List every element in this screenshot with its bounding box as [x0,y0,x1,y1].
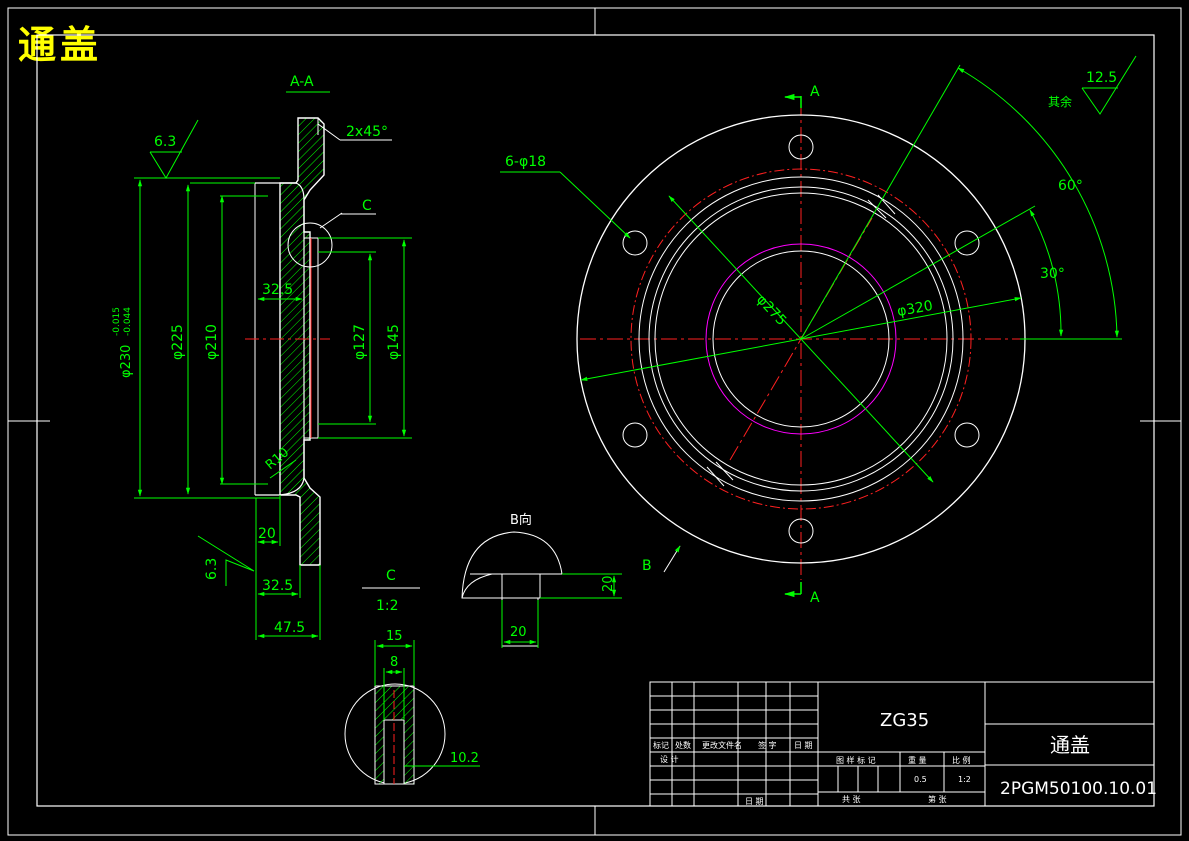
dim-d145: φ145 [386,324,402,360]
dim-d230-main: φ230 [119,345,134,378]
angle-30: 30° [1040,266,1065,282]
stage-header-2: 比 例 [952,755,971,765]
dim-d225: φ225 [170,324,186,360]
chamfer-label: 2x45° [346,124,388,140]
dim-d275: φ275 [753,292,789,329]
material: ZG35 [880,710,929,731]
stage-header-0: 图 样 标 记 [836,755,876,765]
detail-c-w15: 15 [386,629,403,644]
sheet-no: 第 张 [928,794,947,804]
detail-c-label: C [386,568,396,584]
roughness-top-value: 6.3 [154,134,176,150]
dim-w20: 20 [258,526,276,542]
part-name: 通盖 [1050,733,1090,757]
dim-w47-5: 47.5 [274,620,305,636]
row-date: 日 期 [745,797,764,806]
rev-header-3: 签 字 [758,740,777,750]
detail-c-d10-2: 10.2 [450,751,479,766]
dim-d210: φ210 [204,324,220,360]
title-block [649,681,1155,807]
rev-header-0: 标记 [653,740,669,750]
sheets-total: 共 张 [842,795,861,804]
dim-d230-tol-lower: -0.044 [123,307,133,336]
view-b-arrow-label: B [642,558,652,574]
view-b: B向 20 20 [461,512,622,648]
roughness-other-label: 其余 [1048,94,1072,109]
sheet-frame [7,7,1182,836]
scale-value: 1:2 [958,775,971,784]
title-block-text: 标记 处数 更改文件名 签 字 日 期 设 计 日 期 图 样 标 记 重 量 … [653,740,971,806]
dim-d320: φ320 [896,298,934,320]
roughness-symbol-side [197,535,255,586]
cut-label-top: A [810,84,820,100]
drawing-number: 2PGM50100.10.01 [1000,779,1157,799]
detail-c-scale: 1:2 [376,598,399,614]
section-body [279,117,325,566]
rev-header-2: 更改文件名 [702,740,742,750]
detail-c-w8: 8 [390,655,398,670]
detail-c: C 1:2 15 8 10.2 [344,568,480,785]
roughness-symbol-other [1081,55,1137,115]
weight-value: 0.5 [914,775,927,784]
dim-d127: φ127 [352,324,368,360]
drawing-title: 通盖 [18,22,103,67]
dim-w32-5-top: 32.5 [262,282,293,298]
roughness-side-value: 6.3 [204,558,220,580]
dim-d230-tol-upper: -0.015 [112,307,122,336]
rev-header-4: 日 期 [794,741,813,750]
section-label: A-A [290,74,314,90]
dim-w32-5-bottom: 32.5 [262,578,293,594]
view-b-h20: 20 [601,575,616,592]
cut-label-bottom: A [810,590,820,606]
front-view: A A 6-φ18 φ275 φ320 60° 30° B [500,55,1137,606]
view-b-w20: 20 [510,625,527,640]
holes-callout: 6-φ18 [505,154,546,170]
row-design: 设 计 [660,754,679,764]
section-view: A-A C 2x45° 6.3 6.3 [112,74,412,640]
detail-callout: C [362,198,372,214]
view-b-label: B向 [510,512,532,528]
angle-60: 60° [1058,178,1083,194]
rev-header-1: 处数 [675,740,691,750]
roughness-other-value: 12.5 [1086,70,1117,86]
stage-header-1: 重 量 [908,755,927,765]
